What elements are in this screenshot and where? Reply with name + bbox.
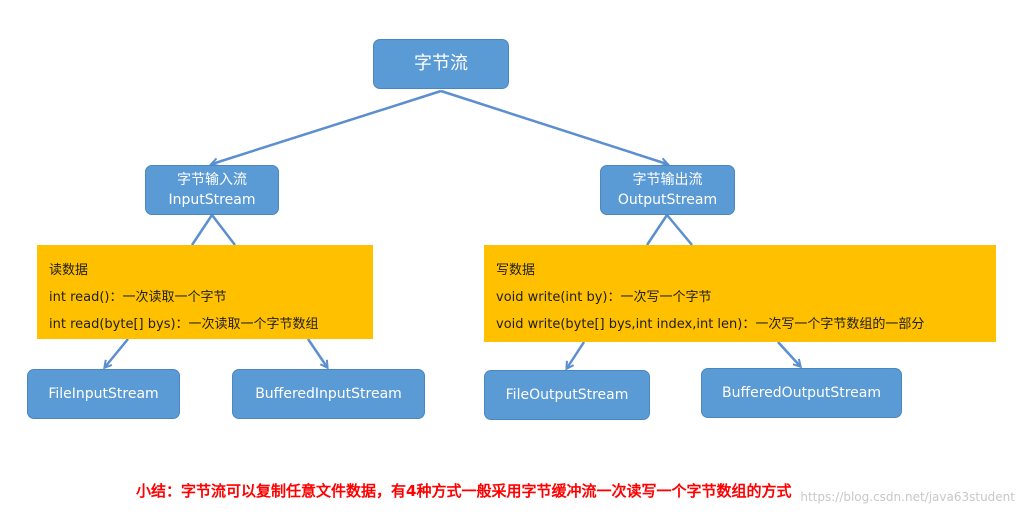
input-stream-node: 字节输入流 InputStream (145, 165, 279, 215)
root-label: 字节流 (414, 53, 468, 74)
write-single-byte-method: void write(int by)：一次写一个字节 (496, 290, 712, 305)
write-byte-array-method: void write(byte[] bys,int index,int len)… (496, 317, 925, 332)
input-stream-cn-label: 字节输入流 (177, 172, 247, 188)
read-data-box: 读数据 int read()：一次读取一个字节 int read(byte[] … (37, 245, 373, 339)
input-stream-en-label: InputStream (168, 192, 256, 208)
output-stream-node: 字节输出流 OutputStream (600, 165, 735, 215)
connector-output-right (666, 214, 693, 246)
file-input-stream-node: FileInputStream (27, 369, 180, 419)
arrow-to-buffered-output (777, 341, 800, 366)
arrow-to-file-output (567, 341, 586, 368)
file-output-stream-node: FileOutputStream (484, 370, 650, 420)
write-data-title: 写数据 (496, 263, 536, 278)
connector-output-left (645, 214, 669, 246)
arrow-to-buffered-input (306, 338, 327, 367)
arrow-to-file-input (105, 338, 129, 367)
arrow-root-to-input (212, 89, 442, 164)
read-data-title: 读数据 (49, 263, 89, 278)
output-stream-cn-label: 字节输出流 (632, 172, 703, 188)
write-data-box: 写数据 void write(int by)：一次写一个字节 void writ… (484, 245, 996, 342)
root-node-byte-stream: 字节流 (373, 39, 509, 89)
read-single-byte-method: int read()：一次读取一个字节 (49, 290, 227, 305)
read-byte-array-method: int read(byte[] bys)：一次读取一个字节数组 (49, 317, 319, 332)
buffered-input-stream-label: BufferedInputStream (255, 386, 402, 402)
file-output-stream-label: FileOutputStream (505, 387, 629, 403)
file-input-stream-label: FileInputStream (48, 386, 159, 402)
connector-input-left (190, 214, 214, 246)
buffered-output-stream-node: BufferedOutputStream (701, 368, 902, 418)
buffered-output-stream-label: BufferedOutputStream (722, 385, 881, 401)
connector-input-right (211, 214, 236, 246)
output-stream-en-label: OutputStream (617, 192, 718, 208)
watermark-url: https://blog.csdn.net/java63student (800, 490, 1015, 504)
buffered-input-stream-node: BufferedInputStream (232, 369, 425, 419)
summary-text: 小结：字节流可以复制任意文件数据，有4种方式一般采用字节缓冲流一次读写一个字节数… (136, 482, 792, 500)
arrow-root-to-output (440, 89, 667, 164)
